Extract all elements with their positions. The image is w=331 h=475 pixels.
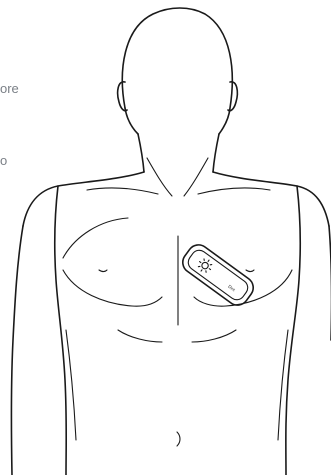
left-arm-outer [10, 225, 24, 475]
collarbone-left [86, 187, 159, 195]
left-nipple [98, 269, 108, 273]
shoulder-right [212, 171, 330, 227]
wearable-patch-device: Dxc [182, 244, 254, 306]
cut-off-text-1: ore [0, 81, 19, 96]
right-nipple [245, 269, 255, 273]
right-ear [227, 81, 239, 112]
torso-side-right [277, 329, 289, 441]
abdomen-line-right [191, 329, 237, 343]
sun-icon [197, 258, 213, 273]
right-arm-outer [328, 225, 331, 341]
right-arm-inner [285, 185, 302, 475]
neck-muscle-left [146, 157, 173, 197]
head-left-jaw [124, 107, 139, 135]
collarbone-right [197, 187, 271, 195]
neck-right [212, 133, 220, 173]
device-inner-border [187, 249, 249, 301]
left-arm-inner [53, 185, 68, 475]
abdomen-line-left [117, 329, 163, 343]
chest-left-lower [62, 269, 163, 307]
chest-left-upper [62, 217, 129, 259]
device-brand-label: Dxc [227, 284, 237, 293]
neck-muscle-right [183, 157, 209, 197]
chest-right-lower [193, 269, 293, 307]
cut-off-text-2: o [0, 153, 7, 168]
navel [176, 431, 181, 447]
device-outer-shell [182, 244, 254, 306]
neck-left [137, 133, 145, 173]
head-outline [121, 7, 234, 135]
left-ear [116, 81, 128, 112]
torso-side-left [65, 329, 77, 441]
